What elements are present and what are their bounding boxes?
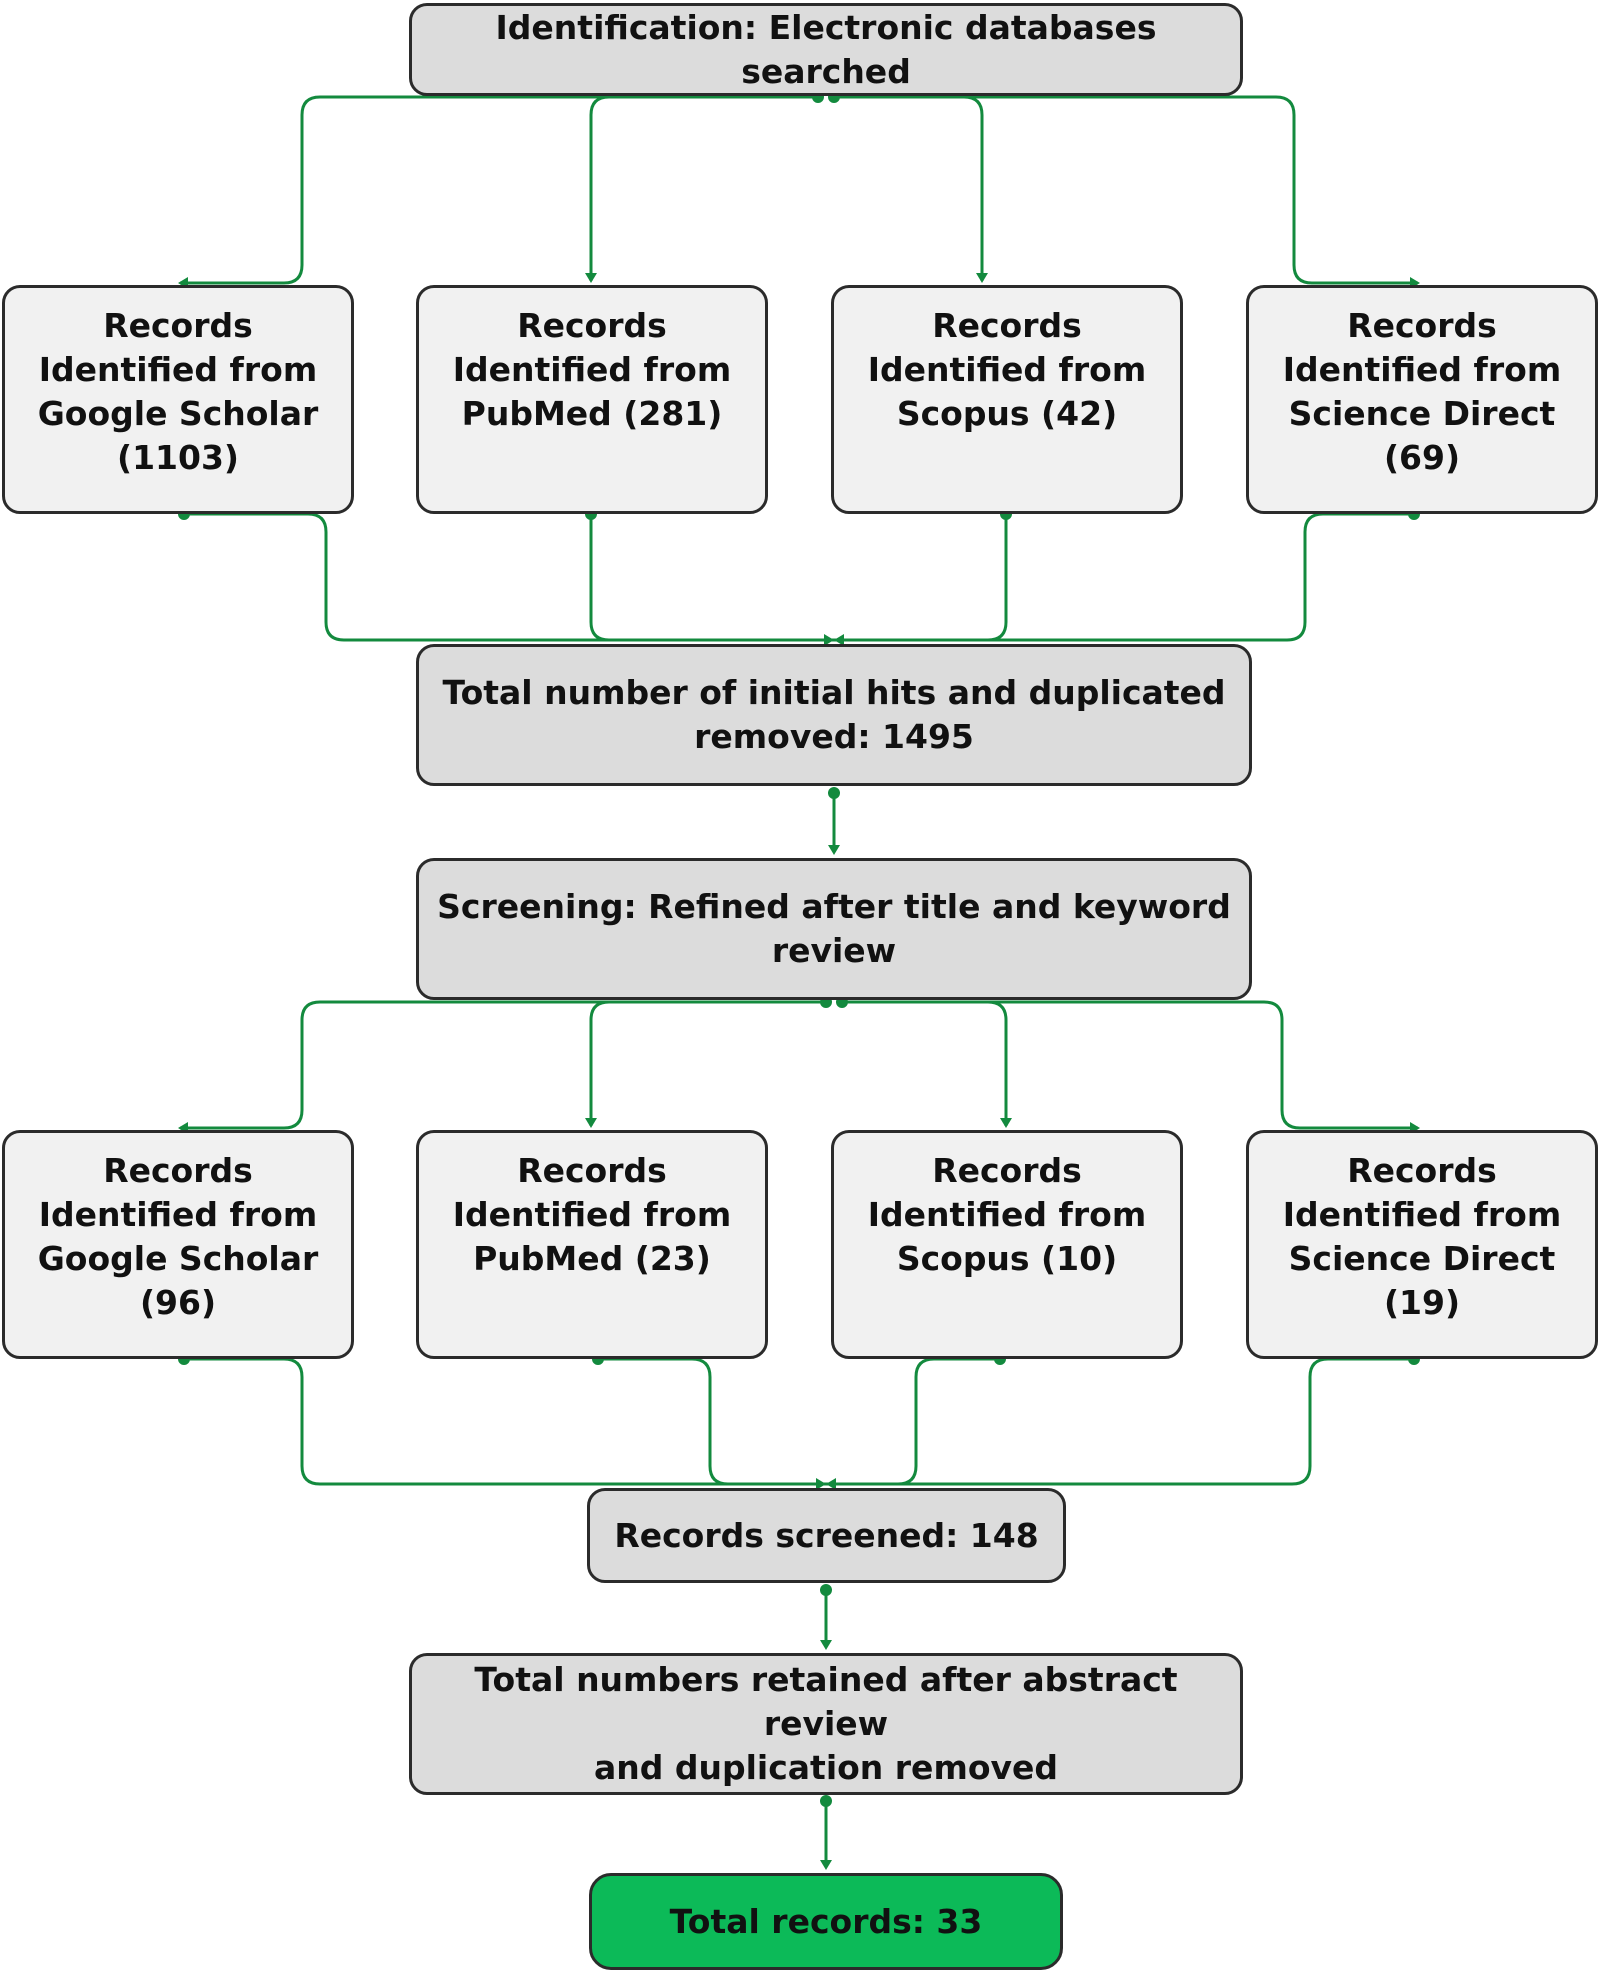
pubmed-initial-label: Records Identified from PubMed (281) — [452, 306, 732, 433]
connector-line — [826, 1357, 1414, 1486]
connector-line — [826, 1357, 1000, 1486]
connector-line — [589, 1000, 826, 1126]
arrow-head — [585, 273, 597, 283]
retained-box: Total numbers retained after abstract re… — [409, 1653, 1243, 1795]
connector-line — [842, 1000, 1418, 1130]
science-direct-initial-box: Records Identified from Science Direct (… — [1246, 285, 1598, 514]
pubmed-refined-label: Records Identified from PubMed (23) — [452, 1151, 732, 1278]
arrow-head — [828, 845, 840, 855]
arrow-head — [1000, 1118, 1012, 1128]
scopus-refined-box: Records Identified from Scopus (10) — [831, 1130, 1183, 1359]
pubmed-refined-box: Records Identified from PubMed (23) — [416, 1130, 768, 1359]
google-scholar-initial-box: Records Identified from Google Scholar (… — [2, 285, 354, 514]
google-scholar-refined-box: Records Identified from Google Scholar (… — [2, 1130, 354, 1359]
total-records-box: Total records: 33 — [589, 1873, 1063, 1970]
records-screened-box: Records screened: 148 — [587, 1488, 1066, 1583]
connector-line — [184, 1357, 826, 1486]
scopus-refined-label: Records Identified from Scopus (10) — [867, 1151, 1147, 1278]
identification-label: Identification: Electronic databases sea… — [495, 7, 1157, 91]
google-scholar-refined-label: Records Identified from Google Scholar (… — [37, 1151, 319, 1322]
science-direct-refined-label: Records Identified from Science Direct (… — [1282, 1151, 1562, 1322]
arrow-head — [585, 1118, 597, 1128]
connector-line — [842, 1000, 1008, 1126]
connector-line — [589, 95, 818, 281]
screening-label: Screening: Refined after title and keywo… — [437, 887, 1231, 970]
arrow-head — [834, 634, 844, 646]
connector-line — [184, 512, 834, 642]
connector-line — [834, 95, 1418, 285]
total-records-label: Total records: 33 — [669, 1901, 983, 1941]
connector-line — [589, 514, 834, 642]
arrow-head — [976, 273, 988, 283]
total-initial-hits-label: Total number of initial hits and duplica… — [442, 673, 1226, 756]
screening-box: Screening: Refined after title and keywo… — [416, 858, 1252, 1000]
retained-label: Total numbers retained after abstract re… — [474, 1660, 1178, 1787]
google-scholar-initial-label: Records Identified from Google Scholar (… — [37, 306, 319, 477]
arrow-head — [826, 1478, 836, 1490]
connector-line — [834, 512, 1414, 642]
scopus-initial-box: Records Identified from Scopus (42) — [831, 285, 1183, 514]
records-screened-label: Records screened: 148 — [614, 1515, 1039, 1555]
connector-line — [598, 1357, 826, 1486]
arrow-head — [820, 1860, 832, 1870]
arrow-head — [816, 1478, 826, 1490]
total-initial-hits-box: Total number of initial hits and duplica… — [416, 644, 1252, 786]
connector-line — [834, 514, 1008, 642]
identification-box: Identification: Electronic databases sea… — [409, 3, 1243, 96]
arrow-head — [824, 634, 834, 646]
connector-line — [180, 95, 818, 285]
scopus-initial-label: Records Identified from Scopus (42) — [867, 306, 1147, 433]
connector-line — [834, 95, 984, 281]
science-direct-initial-label: Records Identified from Science Direct (… — [1282, 306, 1562, 477]
connector-line — [180, 1000, 826, 1130]
arrow-head — [820, 1640, 832, 1650]
pubmed-initial-box: Records Identified from PubMed (281) — [416, 285, 768, 514]
science-direct-refined-box: Records Identified from Science Direct (… — [1246, 1130, 1598, 1359]
